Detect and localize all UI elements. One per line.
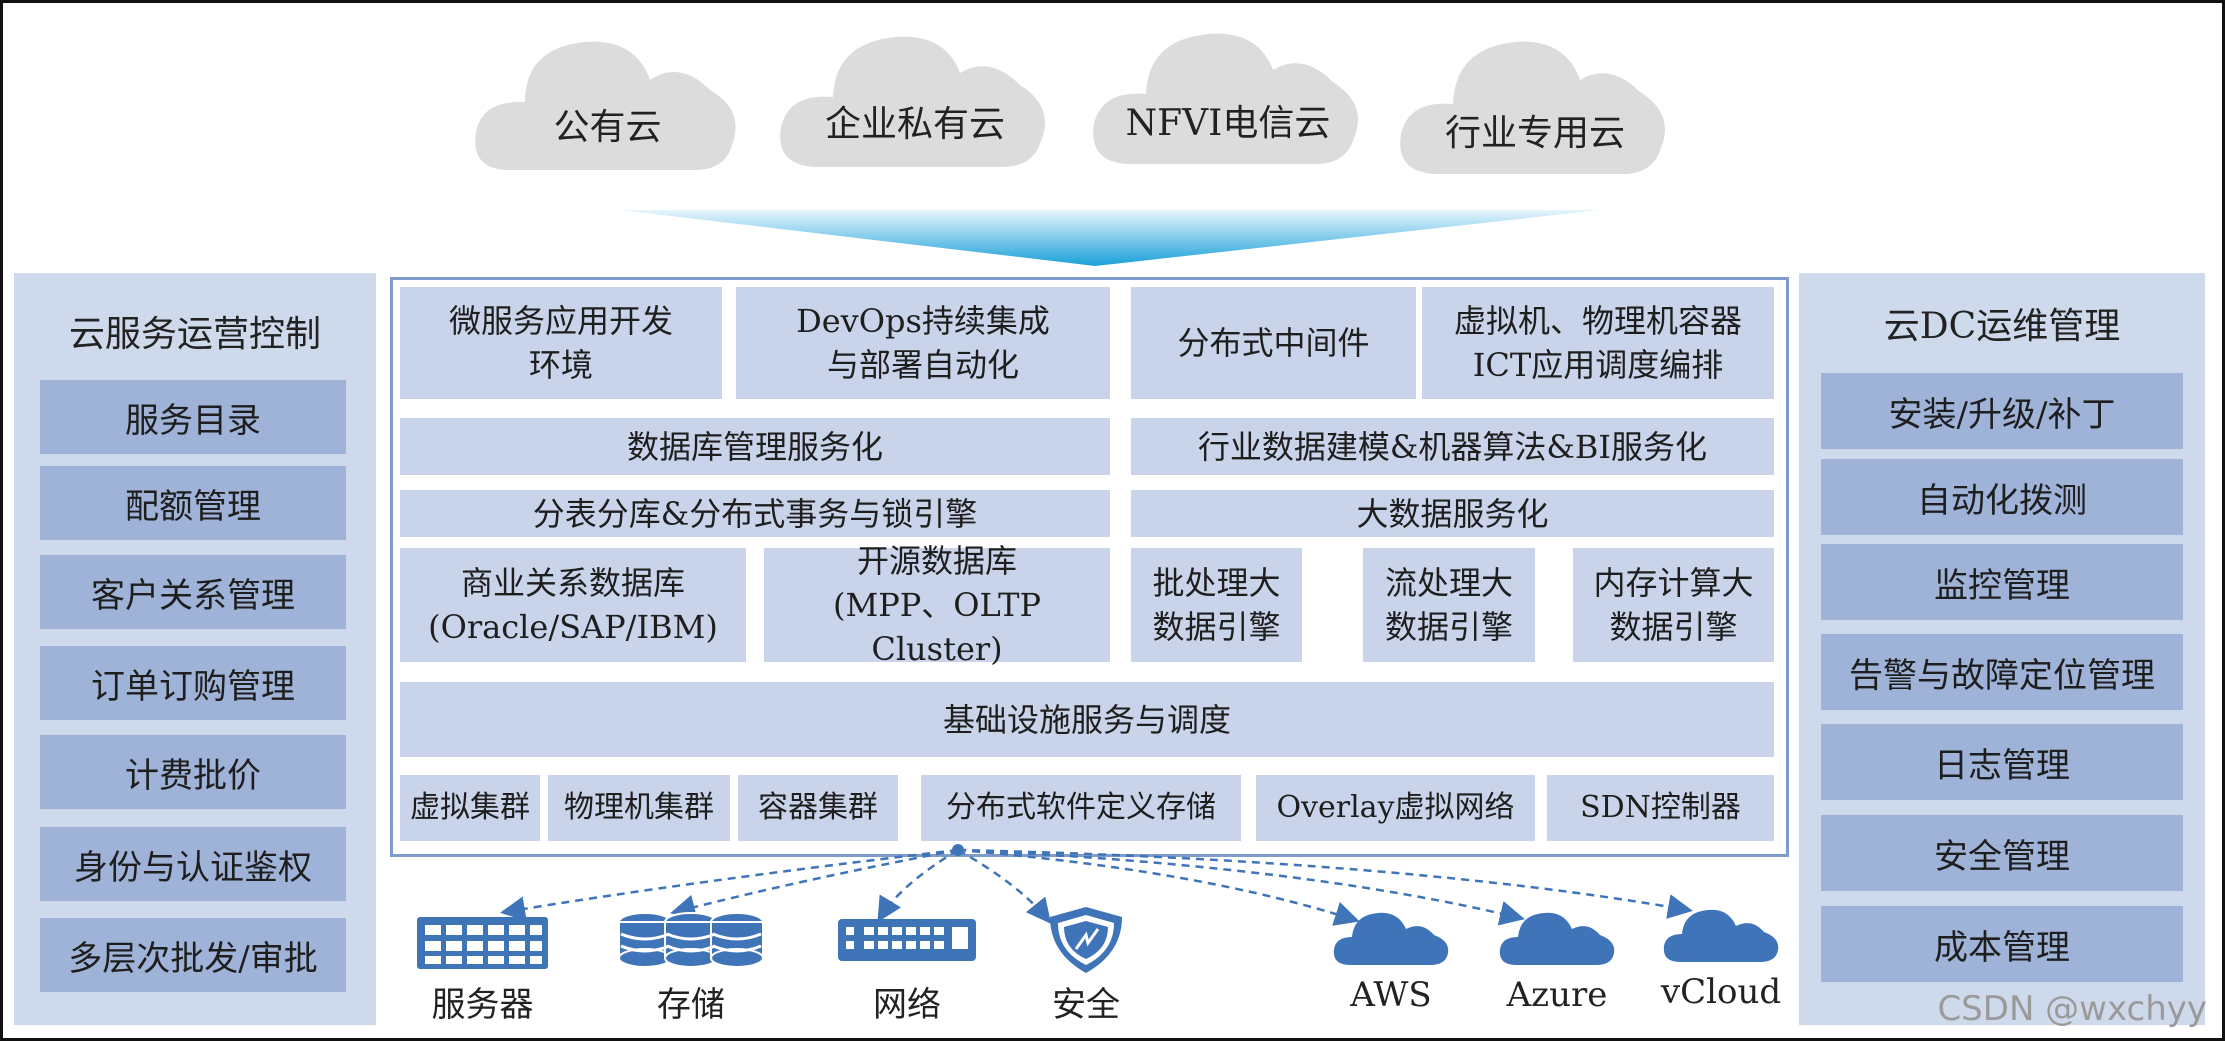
- box-virtual-cluster: 虚拟集群: [400, 775, 540, 841]
- server-rack-icon: [417, 917, 548, 969]
- watermark-text: CSDN @wxchyy: [1937, 989, 2207, 1029]
- right-item-install-upgrade-patch: 安装/升级/补丁: [1821, 373, 2183, 449]
- box-overlay-virtual-network: Overlay虚拟网络: [1256, 775, 1535, 841]
- box-database-management-service: 数据库管理服务化: [400, 418, 1110, 475]
- cloud-public: 公有云: [470, 20, 745, 180]
- left-item-billing: 计费批价: [40, 735, 346, 809]
- resource-storage: 存储: [617, 908, 765, 1025]
- right-panel-dc-operations: 云DC运维管理 安装/升级/补丁 自动化拨测 监控管理 告警与故障定位管理 日志…: [1799, 273, 2205, 1025]
- left-panel-title: 云服务运营控制: [68, 314, 321, 355]
- box-distributed-middleware: 分布式中间件: [1131, 287, 1416, 399]
- box-sharding-distributed-transaction: 分表分库&分布式事务与锁引擎: [400, 490, 1110, 537]
- right-panel-title: 云DC运维管理: [1883, 306, 2121, 347]
- left-item-identity-auth: 身份与认证鉴权: [40, 827, 346, 901]
- cloud-icon: [1333, 912, 1449, 965]
- resource-network-label: 网络: [873, 985, 941, 1025]
- box-container-cluster: 容器集群: [738, 775, 898, 841]
- cloud-public-label: 公有云: [553, 107, 662, 148]
- box-commercial-rdbms: 商业关系数据库 (Oracle/SAP/IBM): [400, 548, 746, 662]
- box-devops-ci-cd: DevOps持续集成 与部署自动化: [736, 287, 1110, 399]
- right-item-auto-dial-test: 自动化拨测: [1821, 459, 2183, 535]
- box-vm-container-orchestration: 虚拟机、物理机容器 ICT应用调度编排: [1422, 287, 1774, 399]
- resource-vcloud-label: vCloud: [1660, 972, 1782, 1012]
- cloud-icon: [1499, 912, 1615, 965]
- box-infrastructure-service-scheduling: 基础设施服务与调度: [400, 682, 1774, 757]
- resource-server: 服务器: [415, 915, 550, 1030]
- cloud-industry-dedicated: 行业专用云: [1395, 18, 1675, 183]
- box-batch-processing-engine: 批处理大 数据引擎: [1131, 548, 1302, 662]
- resource-storage-label: 存储: [657, 985, 725, 1025]
- right-item-cost-management: 成本管理: [1821, 906, 2183, 982]
- left-item-crm: 客户关系管理: [40, 555, 346, 629]
- left-item-approval: 多层次批发/审批: [40, 918, 346, 992]
- network-switch-icon: [838, 919, 976, 961]
- box-physical-cluster: 物理机集群: [548, 775, 730, 841]
- storage-disk-icon: [618, 912, 764, 968]
- cloud-enterprise-private-label: 企业私有云: [824, 104, 1005, 145]
- left-item-service-catalog: 服务目录: [40, 380, 346, 454]
- box-sdn-controller: SDN控制器: [1547, 775, 1774, 841]
- box-stream-processing-engine: 流处理大 数据引擎: [1363, 548, 1535, 662]
- box-big-data-service: 大数据服务化: [1131, 490, 1774, 537]
- cloud-icon: [1663, 909, 1779, 962]
- box-in-memory-computing-engine: 内存计算大 数据引擎: [1573, 548, 1774, 662]
- box-industry-data-modeling-bi: 行业数据建模&机器算法&BI服务化: [1131, 418, 1774, 475]
- right-item-monitoring: 监控管理: [1821, 544, 2183, 620]
- box-open-source-database: 开源数据库 (MPP、OLTP Cluster): [764, 542, 1110, 668]
- resource-aws: AWS: [1330, 905, 1452, 1020]
- cloud-nfvi-telecom-label: NFVI电信云: [1125, 103, 1331, 144]
- resource-network: 网络: [836, 915, 978, 1030]
- box-software-defined-storage: 分布式软件定义存储: [921, 775, 1241, 841]
- cloud-nfvi-telecom: NFVI电信云: [1088, 12, 1368, 172]
- resource-azure: Azure: [1496, 905, 1618, 1020]
- right-item-log-management: 日志管理: [1821, 724, 2183, 800]
- aggregation-funnel: [620, 208, 1600, 272]
- left-item-quota-management: 配额管理: [40, 466, 346, 540]
- box-microservice-dev-env: 微服务应用开发 环境: [400, 287, 722, 399]
- cloud-industry-dedicated-label: 行业专用云: [1444, 113, 1625, 154]
- resource-aws-label: AWS: [1350, 975, 1432, 1015]
- left-item-order-management: 订单订购管理: [40, 646, 346, 720]
- left-panel-service-operation: 云服务运营控制 服务目录 配额管理 客户关系管理 订单订购管理 计费批价 身份与…: [14, 273, 376, 1025]
- resource-azure-label: Azure: [1506, 975, 1608, 1015]
- resource-server-label: 服务器: [431, 985, 534, 1025]
- resource-security: 安全: [1046, 905, 1126, 1025]
- right-item-alarm-fault: 告警与故障定位管理: [1821, 634, 2183, 710]
- cloud-enterprise-private: 企业私有云: [775, 15, 1055, 175]
- resource-vcloud: vCloud: [1660, 900, 1782, 1020]
- right-item-security-management: 安全管理: [1821, 815, 2183, 891]
- resource-security-label: 安全: [1052, 985, 1120, 1025]
- security-shield-icon: [1050, 907, 1122, 973]
